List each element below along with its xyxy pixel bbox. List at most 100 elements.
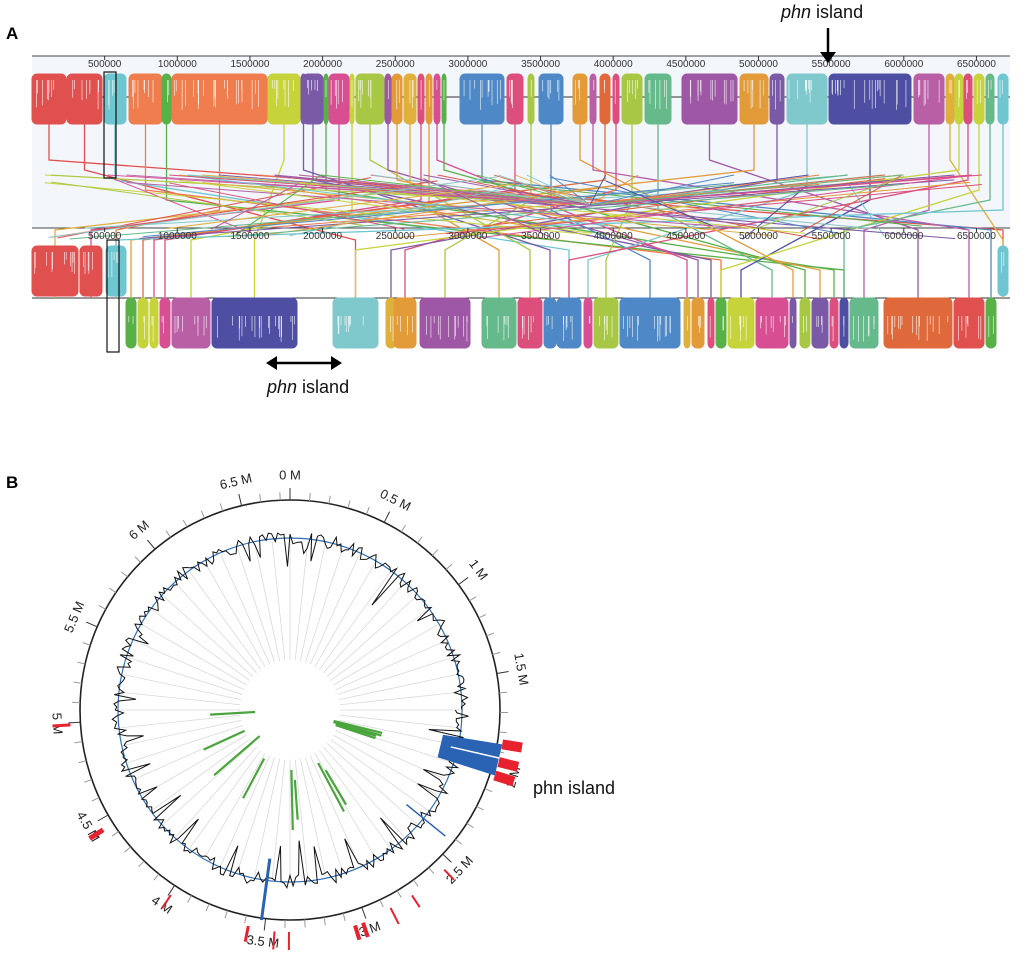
green-feature-mark [291, 770, 292, 830]
radial-gridline [255, 759, 280, 876]
ring-tick [343, 913, 345, 921]
ring-tick [168, 885, 175, 895]
lcb-block [162, 74, 171, 124]
ruler-tick-label: 6500000 [957, 231, 996, 242]
ruler-tick-label: 3000000 [448, 231, 487, 242]
lcb-block [573, 74, 587, 124]
phn-island-label-top: phn island [780, 2, 863, 22]
ruler-tick-label: 6000000 [884, 231, 923, 242]
lcb-block [544, 298, 556, 348]
ring-tick [499, 692, 507, 693]
green-feature-mark [295, 780, 298, 820]
ring-tick [125, 847, 131, 852]
panel-a-letter: A [6, 24, 18, 43]
ring-tick [92, 798, 99, 801]
lcb-block [333, 298, 378, 348]
ring-label: 6.5 M [218, 470, 253, 492]
lcb-block [584, 298, 592, 348]
radial-gridline [327, 596, 416, 676]
green-feature-mark [210, 712, 255, 715]
ruler-tick-label: 1000000 [158, 231, 197, 242]
lcb-block [590, 74, 596, 124]
ring-tick [397, 891, 401, 898]
ruler-tick-label: 5500000 [812, 59, 851, 70]
ring-tick [74, 742, 82, 743]
ring-label: 5.5 M [61, 599, 88, 635]
radial-gridline [327, 743, 416, 823]
lcb-block [160, 298, 170, 348]
phn-island-label-circle: phn island [533, 778, 615, 798]
ring-tick [84, 780, 92, 783]
lcb-block [420, 298, 470, 348]
lcb-block [329, 74, 349, 124]
gc-content-track [112, 533, 468, 888]
ruler-tick-label: 3000000 [448, 59, 487, 70]
ring-tick [497, 671, 509, 673]
lcb-block [770, 74, 784, 124]
ring-tick [477, 806, 484, 810]
red-feature-mark [273, 931, 274, 949]
ring-tick [112, 831, 119, 836]
lcb-block [172, 74, 267, 124]
ring-tick [324, 917, 325, 925]
ring-tick [455, 839, 461, 844]
ring-label: 0.5 M [378, 486, 414, 514]
ring-tick [446, 564, 452, 569]
red-feature-mark [53, 725, 71, 726]
lcb-block [620, 298, 680, 348]
ruler-tick-label: 4500000 [666, 59, 705, 70]
ring-label: 1.5 M [511, 652, 531, 687]
ring-tick [245, 915, 247, 923]
ring-tick [99, 605, 106, 609]
lcb-block [212, 298, 297, 348]
ruler-tick-label: 6000000 [884, 59, 923, 70]
ring-tick [220, 503, 223, 511]
ring-tick [206, 904, 209, 911]
ring-tick [239, 494, 242, 506]
double-arrow-left-head-icon [266, 356, 277, 370]
bottom-genome-blocks [32, 246, 1008, 348]
panel-b-letter: B [6, 473, 18, 492]
ring-tick [139, 861, 145, 867]
lcb-block [557, 298, 581, 348]
radial-gridline [143, 625, 247, 685]
lcb-block [613, 74, 619, 124]
radial-gridline [121, 692, 240, 705]
ring-tick [188, 895, 192, 902]
phn-island-block [261, 735, 504, 920]
lcb-block [708, 298, 714, 348]
top-genome-blocks [32, 74, 1008, 124]
radial-gridline [315, 753, 375, 857]
ruler-tick-label: 4000000 [594, 231, 633, 242]
red-feature-mark [495, 775, 514, 781]
lcb-block [104, 74, 126, 124]
ring-tick [380, 900, 383, 907]
ring-label: 0 M [279, 467, 301, 482]
ruler-tick-label: 1500000 [230, 59, 269, 70]
lcb-block [600, 74, 610, 124]
ring-tick [201, 511, 204, 518]
ring-tick [121, 572, 127, 577]
ring-tick [77, 662, 85, 664]
radial-gridline [255, 544, 280, 661]
lcb-block [32, 246, 78, 296]
ruler-tick-label: 3500000 [521, 59, 560, 70]
lcb-block [692, 298, 704, 348]
ring-label: 2.5 M [443, 853, 476, 887]
lcb-block [800, 298, 810, 348]
ring-tick [467, 823, 474, 827]
ring-tick [384, 512, 389, 523]
ring-tick [183, 520, 187, 527]
island-mark-small [261, 859, 269, 920]
lcb-block [830, 298, 838, 348]
ruler-tick-label: 6500000 [957, 59, 996, 70]
ruler-tick-label: 5000000 [739, 231, 778, 242]
radial-gridline [124, 675, 241, 700]
ring-label: 5 M [49, 712, 65, 735]
ruler-tick-label: 1500000 [230, 231, 269, 242]
gc-content-line [112, 533, 468, 888]
radial-gridline [300, 759, 325, 876]
radial-gridline [143, 735, 247, 795]
lcb-block [126, 298, 136, 348]
ring-tick [83, 643, 91, 645]
